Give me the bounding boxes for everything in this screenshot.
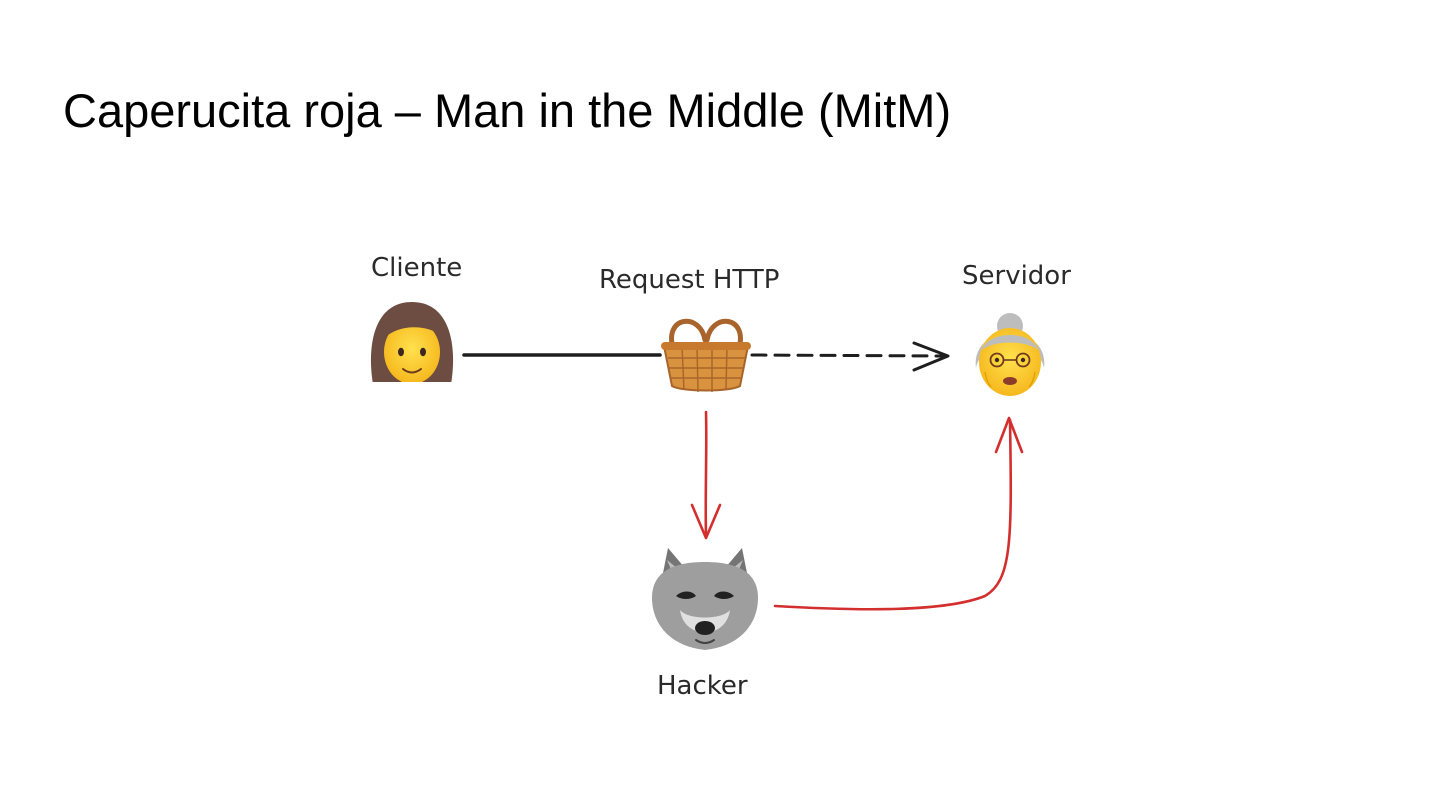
wolf-icon	[652, 548, 758, 650]
request-label: Request HTTP	[599, 265, 779, 295]
edge-request-to-hacker	[690, 410, 722, 540]
girl-icon	[370, 302, 454, 392]
slide-title: Caperucita roja – Man in the Middle (Mit…	[63, 84, 952, 137]
server-label: Servidor	[962, 261, 1071, 291]
edge-request-to-server	[750, 341, 950, 372]
edge-hacker-to-server	[773, 416, 1024, 611]
grandmother-icon	[975, 313, 1045, 396]
client-label: Cliente	[371, 253, 462, 283]
hacker-label: Hacker	[657, 671, 748, 701]
basket-icon	[661, 319, 751, 393]
